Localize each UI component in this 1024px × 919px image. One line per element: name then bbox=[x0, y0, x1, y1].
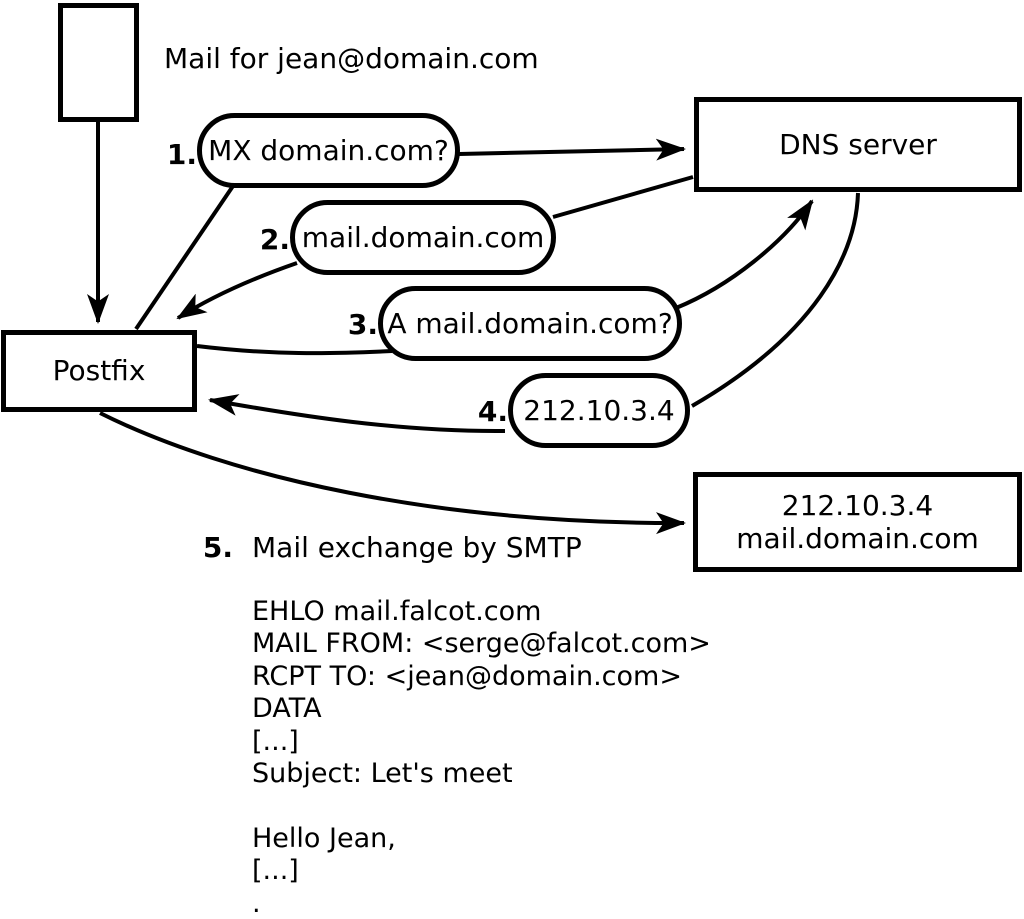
postfix-box: Postfix bbox=[1, 330, 197, 412]
mail-note: Mail for jean@domain.com bbox=[164, 42, 539, 75]
query-a-label: A mail.domain.com? bbox=[387, 306, 673, 340]
smtp-line bbox=[252, 790, 711, 822]
mailserver-hostname: mail.domain.com bbox=[736, 522, 979, 555]
line-dns-to-answer2 bbox=[552, 175, 694, 219]
smtp-line: EHLO mail.falcot.com bbox=[252, 596, 542, 627]
arrow-query1-to-dns bbox=[458, 138, 686, 161]
dns-server-box: DNS server bbox=[694, 97, 1022, 192]
arrow-answer2-to-postfix bbox=[176, 261, 298, 320]
postfix-label: Postfix bbox=[52, 354, 146, 388]
mail-message-shape bbox=[58, 3, 139, 122]
step5-number: 5. bbox=[202, 531, 233, 564]
query-a-pill: A mail.domain.com? bbox=[378, 286, 682, 361]
mailserver-ip: 212.10.3.4 bbox=[781, 489, 934, 522]
step1-number: 1. bbox=[166, 138, 197, 171]
smtp-line: RCPT TO: <jean@domain.com> bbox=[252, 660, 682, 692]
line-dns-to-answer4 bbox=[690, 192, 860, 408]
line-postfix-to-query3 bbox=[196, 344, 393, 356]
smtp-line: [...] bbox=[252, 725, 299, 757]
answer-mx-pill: mail.domain.com bbox=[290, 200, 556, 275]
step2-number: 2. bbox=[259, 223, 290, 256]
dns-server-label: DNS server bbox=[779, 127, 937, 161]
smtp-line: MAIL FROM: <serge@falcot.com> bbox=[252, 628, 711, 660]
answer-a-label: 212.10.3.4 bbox=[523, 393, 675, 427]
arrow-query3-to-dns bbox=[675, 199, 814, 310]
smtp-line: Subject: Let's meet bbox=[252, 757, 513, 789]
smtp-line: . bbox=[252, 887, 261, 919]
step5-label: Mail exchange by SMTP bbox=[252, 531, 582, 564]
arrow-answer4-to-postfix bbox=[208, 394, 506, 434]
query-mx-label: MX domain.com? bbox=[208, 133, 449, 167]
arrow-postfix-to-mailserver bbox=[99, 411, 686, 535]
answer-mx-label: mail.domain.com bbox=[301, 220, 545, 254]
answer-a-pill: 212.10.3.4 bbox=[508, 373, 690, 448]
smtp-line: DATA bbox=[252, 693, 322, 725]
step3-number: 3. bbox=[347, 308, 378, 341]
query-mx-pill: MX domain.com? bbox=[197, 113, 460, 188]
smtp-line: [...] bbox=[252, 855, 299, 887]
smtp-line: Hello Jean, bbox=[252, 822, 396, 854]
step4-number: 4. bbox=[477, 395, 508, 428]
line-postfix-to-query1 bbox=[134, 184, 235, 331]
smtp-session-transcript: EHLO mail.falcot.com MAIL FROM: <serge@f… bbox=[252, 596, 711, 919]
mailserver-box: 212.10.3.4 mail.domain.com bbox=[693, 472, 1022, 572]
